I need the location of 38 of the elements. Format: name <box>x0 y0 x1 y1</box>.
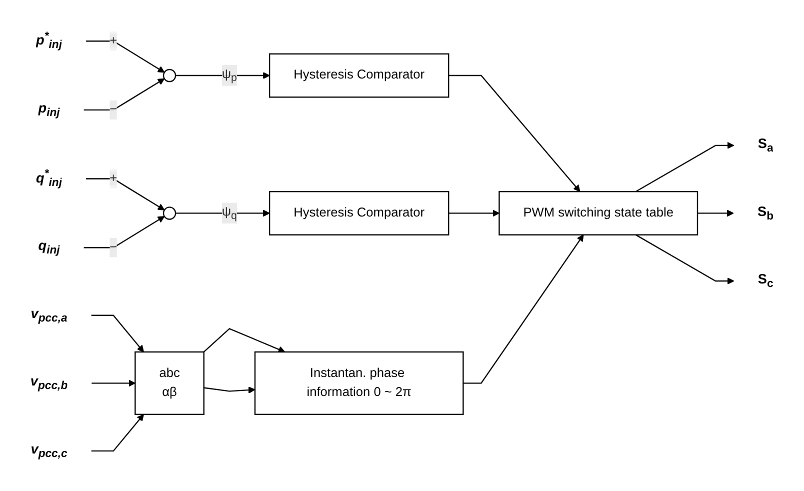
node-text: S$_{a}$ <box>758 136 774 155</box>
node-text: v$_{pcc,a}$ <box>30 306 68 325</box>
edge-label: ψ$_{p}$ <box>222 67 237 84</box>
arrow <box>91 414 144 452</box>
node-box: PWM switching state table <box>498 190 698 236</box>
arrow <box>84 216 165 248</box>
node-text: p$_{inj}$ <box>38 100 60 120</box>
node-box: Hysteresis Comparator <box>268 190 450 236</box>
edge-label: − <box>110 102 118 116</box>
arrow <box>448 210 500 217</box>
arrow <box>86 178 165 210</box>
arrow <box>204 386 256 394</box>
node-text: v$_{pcc,c}$ <box>30 441 68 460</box>
arrow <box>698 210 734 217</box>
arrow <box>635 234 734 284</box>
edge-label: − <box>110 240 118 254</box>
edge-label: ψ$_{q}$ <box>222 205 237 222</box>
arrow <box>92 380 136 387</box>
arrow <box>91 314 144 352</box>
edge-label: + <box>110 172 118 186</box>
arrow <box>448 74 580 192</box>
arrow <box>463 234 584 384</box>
arrow <box>176 210 270 217</box>
node-text: q$_{inj}$ <box>38 238 60 257</box>
arrow <box>86 40 165 73</box>
node-box: abc αβ <box>134 351 204 416</box>
arrow <box>635 142 734 192</box>
node-text: S$_{c}$ <box>758 272 774 290</box>
arrow <box>84 78 165 111</box>
node-text: v$_{pcc,b}$ <box>30 374 68 392</box>
node-text: S$_{b}$ <box>758 204 774 222</box>
node-circle <box>162 68 176 82</box>
arrow <box>176 72 270 80</box>
node-circle <box>162 206 176 220</box>
edge-label: + <box>110 34 118 48</box>
arrow <box>203 328 286 353</box>
node-box: Hysteresis Comparator <box>268 53 450 98</box>
node-box: Instantan. phase information 0 ~ 2π <box>254 351 464 416</box>
